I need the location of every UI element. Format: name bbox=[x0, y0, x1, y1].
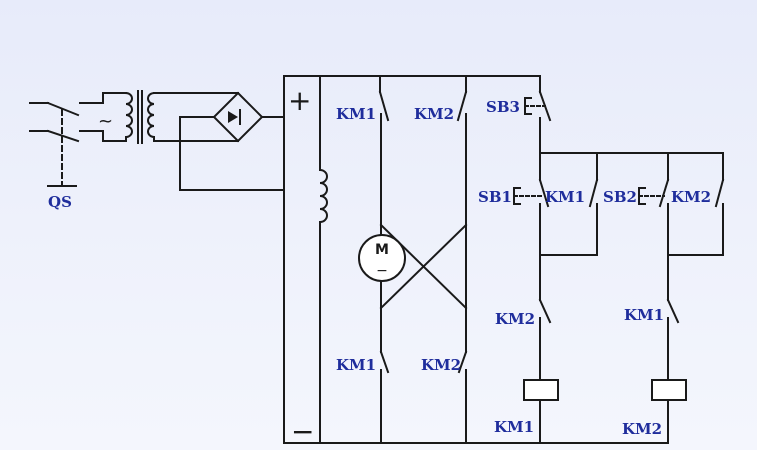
sb1-label: SB1 bbox=[478, 188, 512, 206]
km2-holding-contact bbox=[667, 152, 725, 256]
bridge-rectifier bbox=[179, 91, 285, 191]
km1-holding-contact bbox=[539, 152, 599, 256]
km1-holding-label: KM1 bbox=[545, 188, 585, 206]
plus-terminal: + bbox=[288, 84, 311, 117]
armature-column-left bbox=[378, 75, 390, 444]
km2-holding-label: KM2 bbox=[671, 188, 711, 206]
start-button-sb1 bbox=[513, 152, 550, 301]
field-winding bbox=[318, 75, 328, 444]
km1-interlock-contact bbox=[666, 298, 680, 381]
km1-coil-label: KM1 bbox=[494, 418, 534, 436]
km1-interlock-label: KM1 bbox=[624, 306, 664, 324]
motor-label: M bbox=[375, 242, 389, 258]
km1-top-contact-label: KM1 bbox=[336, 105, 376, 123]
sb2-label: SB2 bbox=[603, 188, 637, 206]
stop-button-sb3 bbox=[524, 75, 552, 154]
disconnect-switch-qs bbox=[29, 101, 104, 187]
km2-coil-label: KM2 bbox=[622, 420, 662, 438]
start-button-sb2 bbox=[638, 152, 670, 301]
armature-column-right bbox=[456, 75, 468, 444]
km2-top-contact-label: KM2 bbox=[414, 105, 454, 123]
motor-sign: − bbox=[376, 263, 388, 279]
km2-interlock-label: KM2 bbox=[495, 310, 535, 328]
sb3-label: SB3 bbox=[486, 98, 520, 116]
km2-bottom-contact-label: KM2 bbox=[421, 356, 461, 374]
minus-terminal: − bbox=[291, 415, 314, 448]
transformer bbox=[102, 90, 239, 144]
dc-motor bbox=[358, 234, 406, 282]
km2-interlock-contact bbox=[538, 298, 552, 381]
km1-coil bbox=[523, 379, 559, 444]
qs-label: QS bbox=[48, 193, 72, 211]
ac-symbol: ~ bbox=[98, 111, 113, 132]
km1-bottom-contact-label: KM1 bbox=[336, 356, 376, 374]
dc-bus bbox=[283, 75, 669, 444]
km2-coil bbox=[651, 379, 687, 444]
